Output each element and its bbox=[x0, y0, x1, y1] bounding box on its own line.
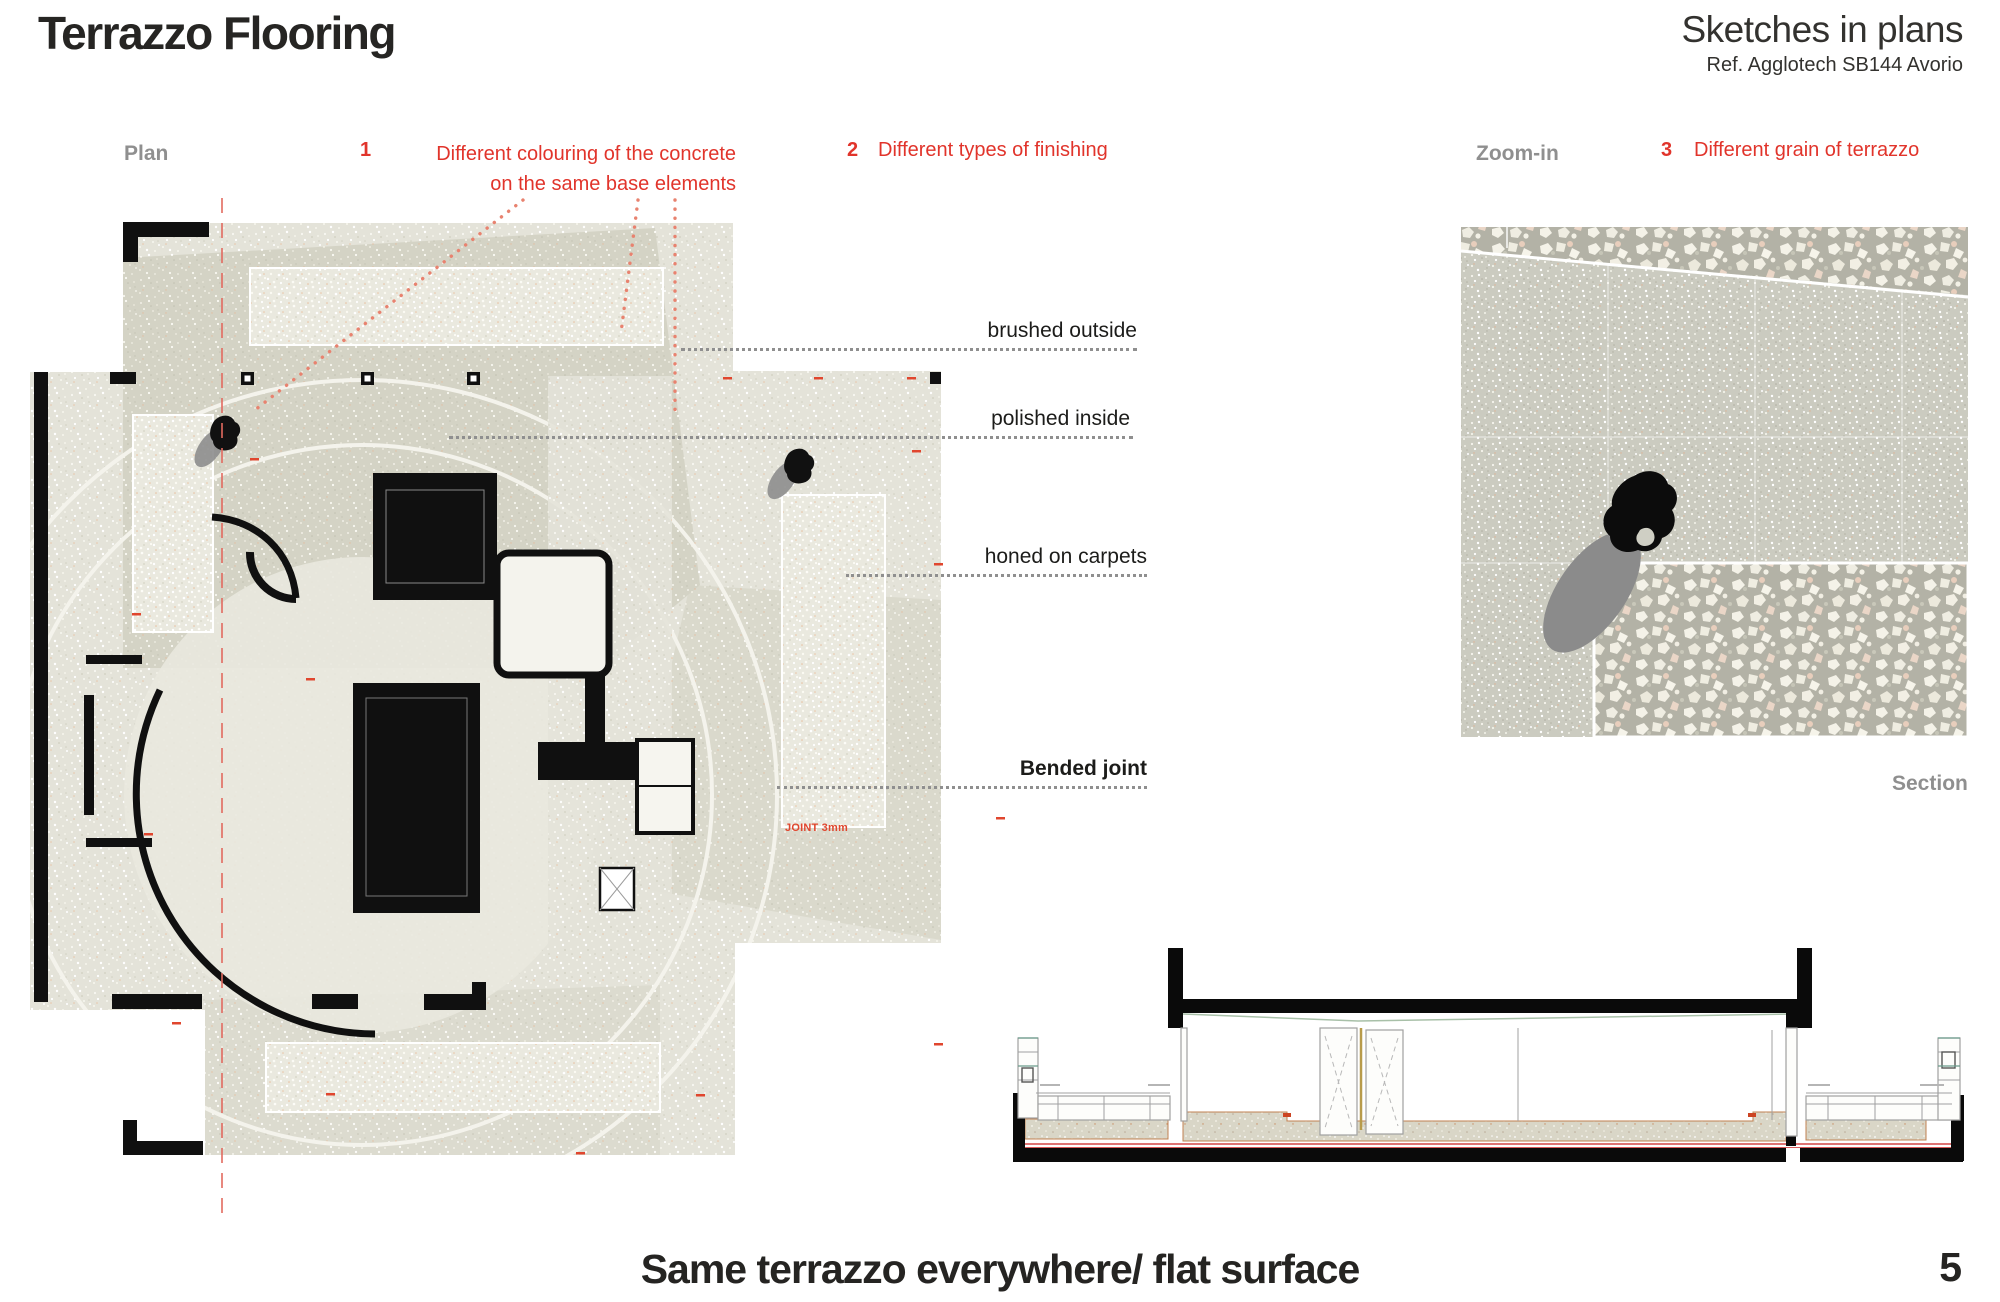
section-label: Section bbox=[1892, 772, 1968, 795]
plan-drawing bbox=[30, 198, 1005, 1218]
annotation-3-number: 3 bbox=[1661, 139, 1673, 161]
leader-brushed bbox=[681, 348, 1137, 351]
zoomin-image bbox=[1461, 227, 1968, 737]
leader-honed bbox=[846, 574, 1147, 577]
callout-polished-inside: polished inside bbox=[991, 407, 1130, 430]
header-subtitle: Sketches in plans bbox=[1681, 9, 1963, 50]
plan-columns bbox=[241, 372, 480, 385]
annotation-2-number: 2 bbox=[847, 139, 859, 161]
callout-brushed-outside: brushed outside bbox=[987, 319, 1137, 342]
leader-polished bbox=[449, 436, 1133, 439]
statue-figure-left bbox=[194, 415, 241, 468]
section-drawing bbox=[1013, 948, 1964, 1162]
statue-figure-right bbox=[767, 448, 815, 500]
annotation-1-text: Different colouring of the concrete on t… bbox=[392, 139, 736, 199]
coarse-sample bbox=[1592, 561, 1968, 737]
page-title: Terrazzo Flooring bbox=[38, 7, 397, 59]
dimension-ticks bbox=[132, 377, 1005, 1155]
red-dotted-leaders bbox=[253, 198, 677, 417]
footer-caption: Same terrazzo everywhere/ flat surface bbox=[640, 1246, 1361, 1292]
annotation-3-text: Different grain of terrazzo bbox=[1694, 139, 1920, 161]
zoomin-label: Zoom-in bbox=[1476, 142, 1559, 165]
joint-note: JOINT 3mm bbox=[785, 822, 848, 834]
header-reference: Ref. Agglotech SB144 Avorio bbox=[1706, 54, 1963, 76]
plan-label: Plan bbox=[124, 142, 169, 165]
annotation-1-line2: on the same base elements bbox=[490, 173, 736, 195]
annotation-1-line1: Different colouring of the concrete bbox=[436, 143, 736, 165]
header-right: Sketches in plans Ref. Agglotech SB144 A… bbox=[1681, 8, 1963, 77]
callout-bended-joint: Bended joint bbox=[1019, 757, 1147, 780]
annotation-1-number: 1 bbox=[360, 139, 372, 161]
plan-walls bbox=[34, 222, 941, 1155]
zoomin-statue bbox=[1543, 471, 1677, 653]
leader-bended bbox=[777, 786, 1147, 789]
coarse-band-top bbox=[1461, 227, 1968, 295]
section-furniture bbox=[1017, 1027, 1961, 1137]
annotation-2-text: Different types of finishing bbox=[878, 139, 1108, 161]
callout-honed-on-carpets: honed on carpets bbox=[984, 545, 1147, 568]
page-number: 5 bbox=[1939, 1244, 1962, 1290]
